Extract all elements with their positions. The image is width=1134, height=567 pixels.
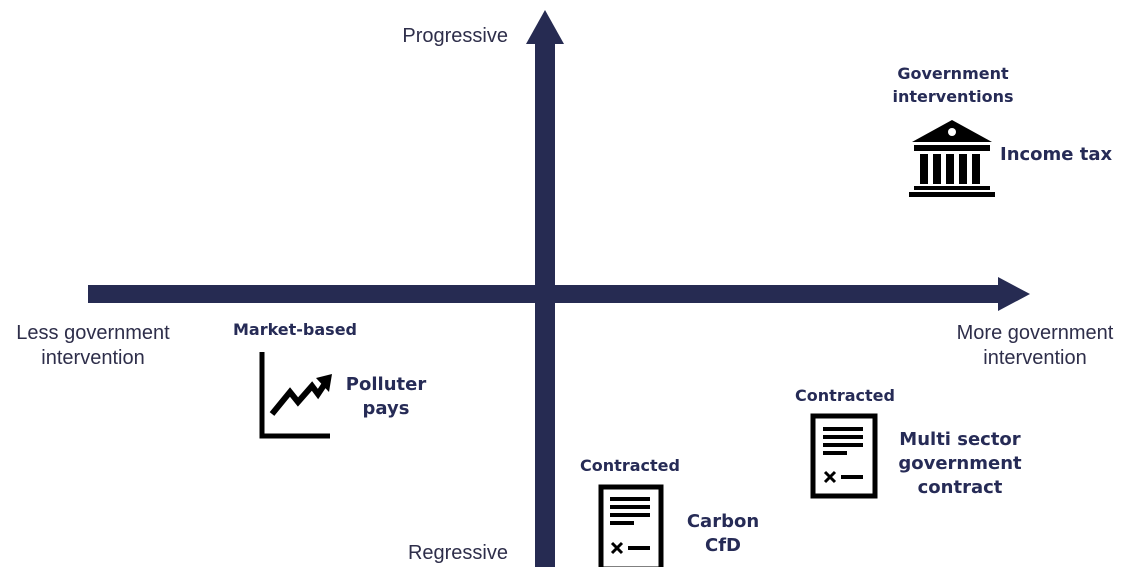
polluter-pays-label: Polluter pays (336, 373, 436, 421)
axis-label-less-line1: Less government (16, 322, 170, 344)
contracted-multi-title: Contracted (795, 386, 895, 405)
market-based-title: Market-based (232, 320, 358, 339)
axis-label-less-line2: intervention (41, 347, 145, 369)
bank-building-icon (909, 120, 995, 197)
axis-label-less-intervention: Less government intervention (0, 321, 186, 371)
contracted-carbon-title: Contracted (580, 456, 680, 475)
vertical-axis-arrowhead (526, 10, 564, 44)
multi-sector-contract-label: Multi sector government contract (880, 428, 1040, 500)
government-interventions-title: Government interventions (880, 62, 1026, 108)
horizontal-axis-arrowhead (998, 277, 1030, 311)
axis-label-progressive: Progressive (402, 25, 508, 47)
polluter-pays-line2: pays (362, 398, 410, 419)
contract-document-icon (810, 413, 878, 499)
axis-label-more-intervention: More government intervention (938, 321, 1132, 371)
carbon-cfd-line1: Carbon (686, 511, 760, 532)
axis-label-more-line2: intervention (983, 347, 1087, 369)
income-tax-label: Income tax (1000, 144, 1113, 165)
carbon-cfd-line2: CfD (705, 535, 741, 556)
contract-document-icon (598, 484, 664, 567)
government-title-line2: interventions (892, 87, 1014, 106)
trend-chart-icon (259, 352, 332, 439)
horizontal-axis (88, 285, 1003, 303)
multi-sector-line2: government (898, 453, 1022, 474)
multi-sector-line3: contract (917, 477, 1003, 498)
axis-label-regressive: Regressive (407, 542, 508, 564)
government-title-line1: Government (897, 64, 1009, 83)
multi-sector-line1: Multi sector (899, 429, 1021, 450)
axis-label-more-line1: More government (956, 322, 1114, 344)
polluter-pays-line1: Polluter (345, 374, 427, 395)
carbon-cfd-label: Carbon CfD (672, 510, 774, 558)
